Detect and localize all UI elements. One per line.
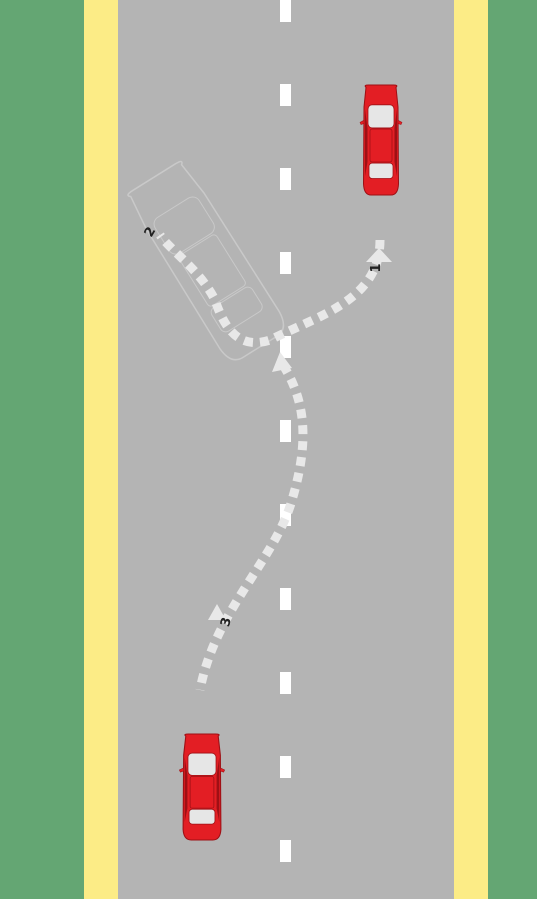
red-car-final-position bbox=[179, 734, 224, 840]
lane-dash bbox=[280, 840, 291, 862]
step-label-1: 1 bbox=[369, 263, 384, 272]
lane-dash bbox=[280, 84, 291, 106]
lane-dash bbox=[280, 756, 291, 778]
lane-dash bbox=[280, 168, 291, 190]
left-shoulder bbox=[84, 0, 118, 899]
lane-dash bbox=[280, 672, 291, 694]
red-car-start-position bbox=[360, 85, 402, 195]
lane-dash bbox=[280, 0, 291, 22]
lane-dash bbox=[280, 420, 291, 442]
right-shoulder bbox=[454, 0, 488, 899]
right-verge bbox=[488, 0, 537, 899]
lane-dash bbox=[280, 252, 291, 274]
left-verge bbox=[0, 0, 84, 899]
lane-dash bbox=[280, 588, 291, 610]
